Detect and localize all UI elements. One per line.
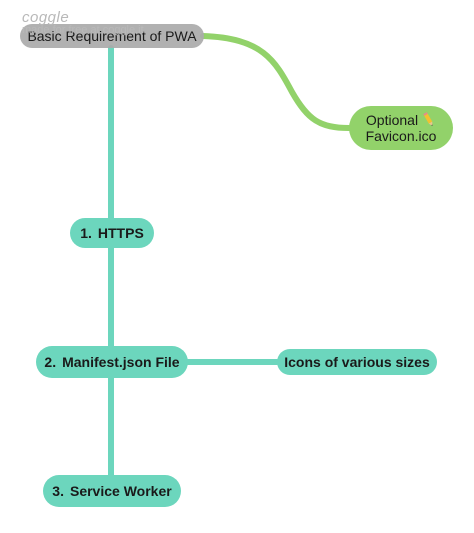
root-node-label: Basic Requirement of PWA bbox=[27, 28, 197, 44]
https-number: 1. bbox=[80, 225, 92, 241]
service-worker-number: 3. bbox=[52, 483, 64, 499]
icons-label: Icons of various sizes bbox=[284, 354, 430, 370]
service-worker-node[interactable]: 3. Service Worker bbox=[43, 475, 181, 507]
optional-node[interactable]: Optional Favicon.ico bbox=[349, 106, 453, 150]
https-node[interactable]: 1. HTTPS bbox=[70, 218, 154, 248]
edge-root-optional bbox=[200, 33, 352, 131]
coggle-watermark: coggle made for free at coggle.it bbox=[22, 10, 144, 36]
optional-line2: Favicon.ico bbox=[365, 128, 437, 144]
watermark-brand: coggle bbox=[22, 9, 70, 26]
https-label: HTTPS bbox=[97, 225, 144, 241]
manifest-label: Manifest.json File bbox=[62, 354, 180, 370]
icons-node[interactable]: Icons of various sizes bbox=[277, 349, 437, 375]
manifest-node[interactable]: 2. Manifest.json File bbox=[36, 346, 188, 378]
optional-line1: Optional bbox=[365, 112, 419, 128]
pencil-icon bbox=[423, 112, 433, 127]
watermark-tagline: made for free at coggle.it bbox=[22, 24, 144, 36]
service-worker-label: Service Worker bbox=[69, 483, 172, 499]
optional-line1-wrap: Optional bbox=[366, 112, 436, 128]
root-node[interactable]: Basic Requirement of PWA bbox=[20, 24, 204, 48]
manifest-number: 2. bbox=[44, 354, 57, 370]
